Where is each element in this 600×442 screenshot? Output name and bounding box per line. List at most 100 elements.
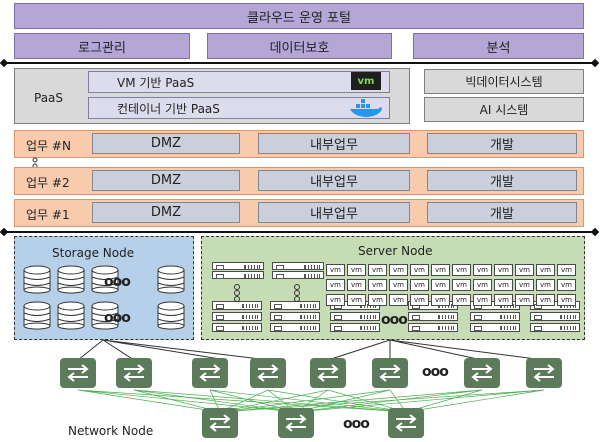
separator-end-left bbox=[0, 227, 9, 237]
portal-title: 클라우드 운영 포털 bbox=[14, 3, 584, 29]
server-unit bbox=[212, 312, 262, 321]
vm-instance: vm bbox=[410, 264, 429, 276]
vm-instance: vm bbox=[536, 294, 555, 306]
workload-n-dev[interactable]: 개발 bbox=[427, 133, 577, 154]
network-node-title: Network Node bbox=[68, 424, 154, 438]
vm-instance: vm bbox=[494, 264, 513, 276]
network-switch-icon bbox=[60, 358, 96, 388]
vm-instance: vm bbox=[368, 294, 387, 306]
server-unit bbox=[212, 301, 262, 310]
vm-instance: vm bbox=[389, 294, 408, 306]
server-node-title: Server Node bbox=[358, 244, 433, 258]
workload-1-dev[interactable]: 개발 bbox=[427, 202, 577, 223]
vm-instance: vm bbox=[431, 279, 450, 291]
vm-paas[interactable]: VM 기반 PaaS bbox=[88, 71, 390, 93]
vm-instance: vm bbox=[368, 279, 387, 291]
server-unit bbox=[470, 312, 520, 321]
server-dots: ooo bbox=[381, 312, 408, 328]
server-ellipsis-icon bbox=[234, 284, 240, 302]
storage-dots-bottom: ooo bbox=[104, 310, 131, 326]
paas-label: PaaS bbox=[34, 91, 64, 105]
vm-instance: vm bbox=[557, 264, 576, 276]
vm-instance: vm bbox=[347, 279, 366, 291]
server-unit bbox=[272, 271, 324, 279]
vm-instance: vm bbox=[410, 279, 429, 291]
server-unit bbox=[212, 271, 264, 279]
vm-instance: vm bbox=[452, 294, 471, 306]
network-switch-icon bbox=[372, 358, 408, 388]
vm-instance: vm bbox=[410, 294, 429, 306]
vm-instance: vm bbox=[347, 264, 366, 276]
vm-instance: vm bbox=[515, 279, 534, 291]
vm-instance: vm bbox=[473, 264, 492, 276]
server-unit bbox=[212, 262, 264, 270]
vm-instance: vm bbox=[473, 279, 492, 291]
server-ellipsis-icon bbox=[294, 284, 300, 302]
vm-instance: vm bbox=[515, 294, 534, 306]
separator-end-left bbox=[0, 58, 9, 68]
storage-disks-icon bbox=[23, 265, 185, 330]
workload-2-dmz[interactable]: DMZ bbox=[92, 170, 240, 191]
network-switch-icon bbox=[388, 408, 424, 438]
vm-instance: vm bbox=[326, 264, 345, 276]
vm-instance: vm bbox=[452, 279, 471, 291]
vm-instance: vm bbox=[494, 294, 513, 306]
workload-2-dev[interactable]: 개발 bbox=[427, 170, 577, 191]
server-unit bbox=[270, 312, 320, 321]
server-unit bbox=[470, 323, 520, 332]
separator-line bbox=[3, 62, 597, 64]
workload-label-1: 업무 #1 bbox=[26, 208, 70, 222]
workload-2-internal[interactable]: 내부업무 bbox=[258, 170, 410, 191]
workload-n-internal[interactable]: 내부업무 bbox=[258, 133, 410, 154]
tab-analytics[interactable]: 분석 bbox=[413, 33, 584, 59]
network-switch-icon bbox=[310, 358, 346, 388]
vm-instance: vm bbox=[473, 294, 492, 306]
workload-n-dmz[interactable]: DMZ bbox=[92, 133, 240, 154]
workload-label-2: 업무 #2 bbox=[26, 176, 70, 190]
vm-instance: vm bbox=[326, 279, 345, 291]
network-switch-icon bbox=[116, 358, 152, 388]
vm-instance: vm bbox=[389, 279, 408, 291]
storage-node-title: Storage Node bbox=[52, 246, 135, 260]
server-unit bbox=[330, 323, 380, 332]
vm-paas-label: VM 기반 PaaS bbox=[117, 75, 195, 90]
bigdata-system[interactable]: 빅데이터시스템 bbox=[424, 69, 584, 94]
vm-instance: vm bbox=[536, 264, 555, 276]
network-switch-icon bbox=[192, 358, 228, 388]
network-switch-icon bbox=[526, 358, 562, 388]
network-dots-top: ooo bbox=[422, 364, 449, 380]
network-switch-icon bbox=[250, 358, 286, 388]
server-unit bbox=[270, 301, 320, 310]
network-switch-icon bbox=[202, 408, 238, 438]
vm-instance: vm bbox=[515, 264, 534, 276]
tab-log-management[interactable]: 로그관리 bbox=[14, 33, 190, 59]
container-paas[interactable]: 컨테이너 기반 PaaS bbox=[88, 97, 390, 119]
container-paas-label: 컨테이너 기반 PaaS bbox=[117, 101, 220, 116]
vm-instance: vm bbox=[347, 294, 366, 306]
vm-instance: vm bbox=[389, 264, 408, 276]
vm-instance: vm bbox=[557, 279, 576, 291]
network-dots-bottom: ooo bbox=[343, 416, 370, 432]
server-unit bbox=[530, 323, 580, 332]
vm-instance: vm bbox=[536, 279, 555, 291]
vm-instance: vm bbox=[431, 294, 450, 306]
server-unit bbox=[272, 262, 324, 270]
vm-instance: vm bbox=[452, 264, 471, 276]
separator-end-right bbox=[590, 227, 600, 237]
storage-dots-top: ooo bbox=[104, 274, 131, 290]
ai-system[interactable]: AI 시스템 bbox=[424, 97, 584, 122]
workload-1-internal[interactable]: 내부업무 bbox=[258, 202, 410, 223]
workload-label-n: 업무 #N bbox=[26, 139, 71, 153]
workload-1-dmz[interactable]: DMZ bbox=[92, 202, 240, 223]
server-unit bbox=[212, 323, 262, 332]
network-switch-icon bbox=[278, 408, 314, 438]
server-unit bbox=[270, 323, 320, 332]
docker-whale-icon bbox=[350, 99, 382, 117]
server-unit bbox=[330, 312, 380, 321]
vm-instance: vm bbox=[431, 264, 450, 276]
vm-instance: vm bbox=[557, 294, 576, 306]
tab-data-protection[interactable]: 데이터보호 bbox=[207, 33, 392, 59]
server-unit bbox=[408, 312, 458, 321]
network-switch-icon bbox=[464, 358, 500, 388]
vm-instance: vm bbox=[326, 294, 345, 306]
